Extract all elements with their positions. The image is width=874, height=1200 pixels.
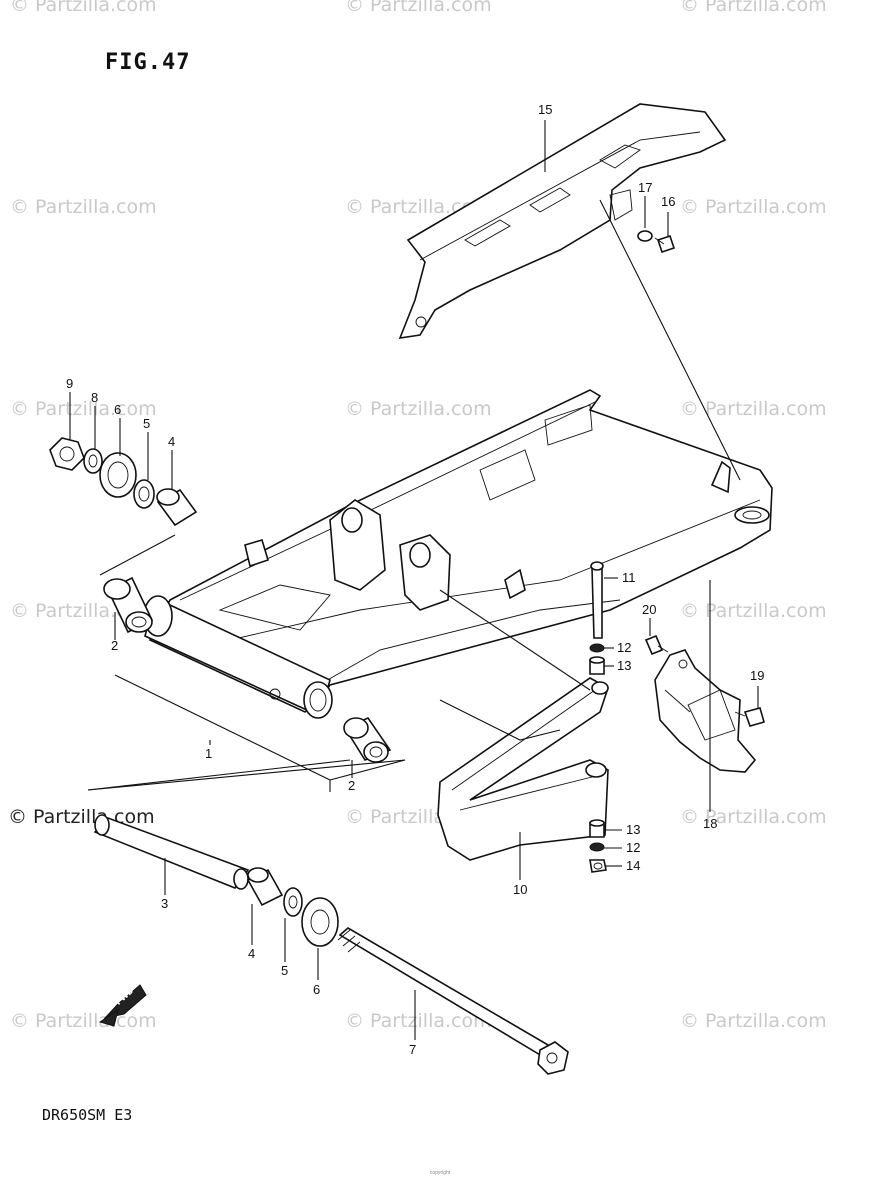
watermark: © Partzilla.com [680,806,827,828]
dust-seal-lower-part[interactable] [301,897,339,947]
callout-4-upper[interactable]: 4 [168,434,175,449]
callout-2-upper[interactable]: 2 [111,638,118,653]
bearing-upper-part[interactable] [103,576,154,634]
callout-5-lower[interactable]: 5 [281,963,288,978]
bolt-long-part[interactable] [590,561,604,639]
watermark: © Partzilla.com [345,1010,492,1032]
forward-arrow-icon: FWD [98,984,147,1027]
callout-17[interactable]: 17 [638,180,652,195]
spacer-upper-part[interactable] [156,488,198,527]
watermark: © Partzilla.com [680,1010,827,1032]
callout-7[interactable]: 7 [409,1042,416,1057]
footer-fineprint: copyright [429,1170,451,1176]
dust-seal-upper-part[interactable] [99,452,137,498]
chain-buffer-part[interactable] [437,677,609,861]
washer-upper-part[interactable] [589,643,605,653]
leader-lines [69,120,759,1040]
callout-1[interactable]: 1 [205,746,212,761]
callout-10[interactable]: 10 [513,882,527,897]
washer-17-part[interactable] [637,230,653,242]
bolt-19-part[interactable] [734,707,765,727]
watermark: © Partzilla.com [345,0,492,16]
watermark: © Partzilla.com [680,0,827,16]
callout-5-upper[interactable]: 5 [143,416,150,431]
callout-3[interactable]: 3 [161,896,168,911]
model-label: DR650SM E3 [42,1106,133,1124]
callout-12-upper[interactable]: 12 [617,640,631,655]
thrust-washer-upper-part[interactable] [133,479,155,509]
callout-16[interactable]: 16 [661,194,675,209]
thrust-washer-lower-part[interactable] [283,887,303,917]
chain-guide-part[interactable] [654,649,757,773]
callout-6-upper[interactable]: 6 [114,402,121,417]
nut-lower-part[interactable] [589,859,607,873]
callout-15[interactable]: 15 [538,102,552,117]
washer-part[interactable] [83,448,103,474]
callout-18[interactable]: 18 [703,816,717,831]
swingarm-part[interactable] [143,389,773,719]
callout-9[interactable]: 9 [66,376,73,391]
callout-4-lower[interactable]: 4 [248,946,255,961]
pivot-shaft-part[interactable] [337,927,569,1075]
bolt-20-part[interactable] [644,634,669,656]
callout-13-lower[interactable]: 13 [626,822,640,837]
callout-11[interactable]: 11 [622,570,636,585]
chain-case-part[interactable] [398,103,727,339]
callout-12-lower[interactable]: 12 [626,840,640,855]
callout-8[interactable]: 8 [91,390,98,405]
callout-13-upper[interactable]: 13 [617,658,631,673]
bolt-16-part[interactable] [654,234,676,254]
watermark: © Partzilla.com [680,196,827,218]
watermark: © Partzilla.com [345,398,492,420]
watermark: © Partzilla.com [680,398,827,420]
watermark: © Partzilla.com [10,196,157,218]
figure-title: FIG.47 [105,50,191,75]
callout-6-lower[interactable]: 6 [313,982,320,997]
callout-19[interactable]: 19 [750,668,764,683]
callout-14[interactable]: 14 [626,858,640,873]
collar-lower-part[interactable] [589,819,605,838]
spacer-lower-part[interactable] [246,867,284,907]
collar-upper-part[interactable] [589,656,605,675]
nut-part[interactable] [49,437,85,471]
callout-2-lower[interactable]: 2 [348,778,355,793]
callout-20[interactable]: 20 [642,602,656,617]
callout-labels: 15 17 16 9 8 6 5 4 2 1 2 3 4 5 6 7 10 11… [66,102,764,1057]
pivot-spacer-part[interactable] [93,814,250,890]
watermark: © Partzilla.com [10,0,157,16]
washer-lower-part[interactable] [589,842,605,852]
watermark: © Partzilla.com [10,1010,157,1032]
watermark: © Partzilla.com [10,398,157,420]
watermark: © Partzilla.com [680,600,827,622]
bearing-lower-part[interactable] [343,717,392,763]
